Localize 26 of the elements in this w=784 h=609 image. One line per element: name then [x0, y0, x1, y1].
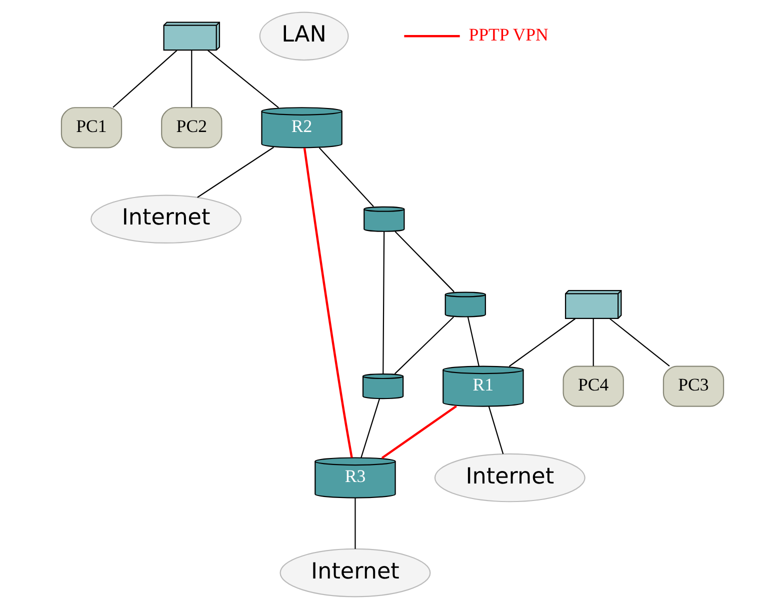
connector: [466, 316, 479, 366]
connector: [302, 148, 352, 458]
legend-label: PPTP VPN: [468, 24, 548, 44]
connector: [318, 147, 374, 207]
connector: [354, 498, 356, 549]
connector: [508, 318, 575, 367]
node-box: PC2: [160, 107, 222, 148]
node-ellipse: Internet: [279, 548, 430, 598]
connector: [360, 398, 380, 458]
connector: [196, 146, 274, 198]
node-box: PC4: [562, 366, 624, 407]
connector: [394, 231, 454, 292]
connector: [380, 405, 456, 459]
connector: [592, 318, 594, 366]
connector: [609, 318, 670, 366]
node-box: PC1: [60, 107, 122, 148]
node-ellipse: Internet: [90, 194, 242, 244]
connector: [394, 316, 454, 374]
connector: [207, 50, 278, 108]
node-box: PC3: [662, 366, 724, 407]
connector: [488, 406, 504, 454]
connector: [382, 232, 384, 374]
node-ellipse: LAN: [258, 12, 348, 61]
connector: [112, 50, 177, 108]
node-ellipse: Internet: [434, 453, 585, 502]
connector: [190, 50, 192, 108]
